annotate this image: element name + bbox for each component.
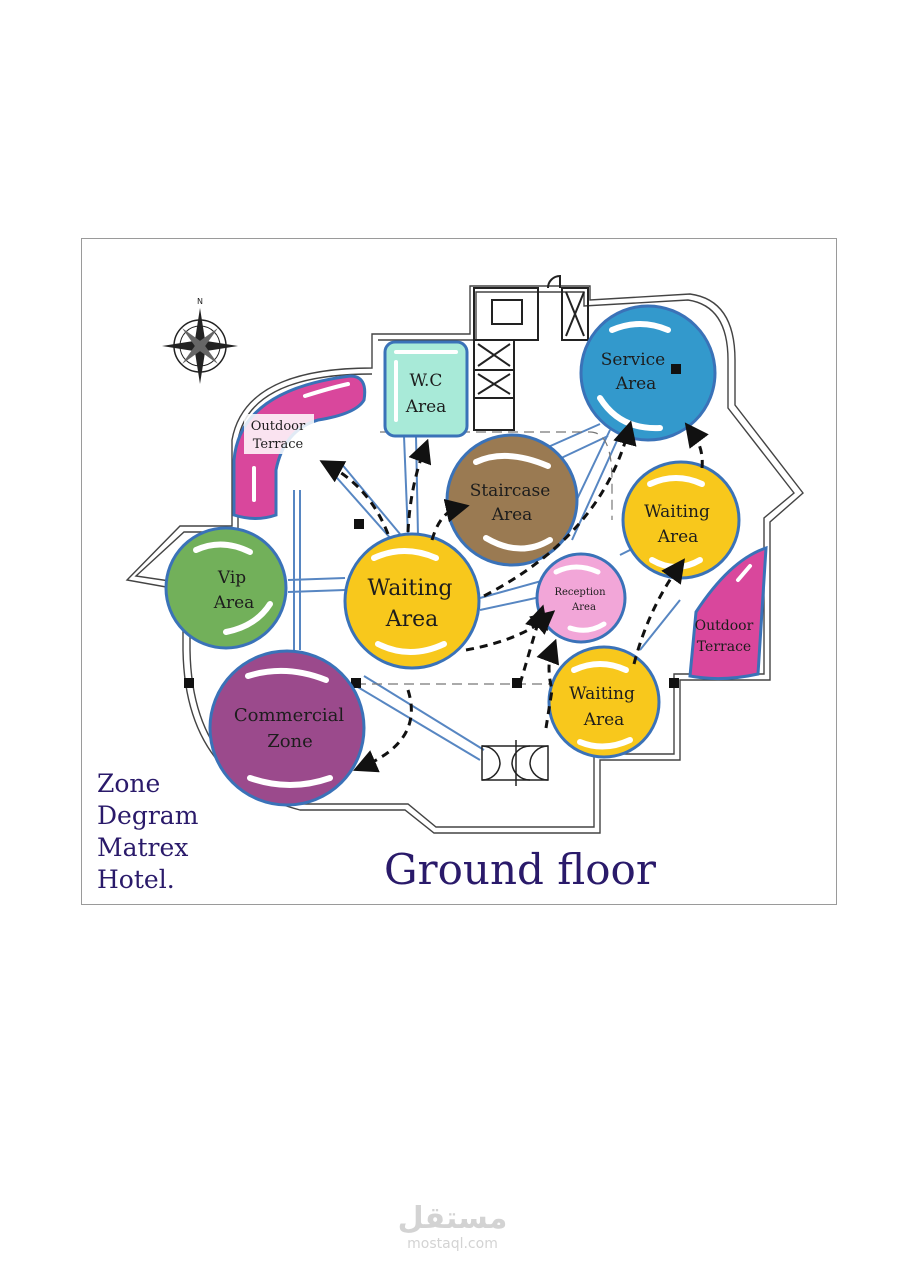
commercial-zone-line2: Zone — [267, 731, 313, 752]
zone-commercial-zone: Commercial Zone — [208, 649, 366, 807]
waiting-area-bottom-line1: Waiting — [569, 684, 635, 704]
watermark-latin: mostaql.com — [407, 1236, 498, 1252]
zone-waiting-area-bottom: Waiting Area — [547, 645, 661, 759]
zone-service-area: Service Area — [579, 304, 717, 442]
outdoor-terrace-left-line1: Outdoor — [251, 419, 306, 434]
commercial-zone-line1: Commercial — [234, 705, 345, 726]
outdoor-terrace-right-line2: Terrace — [697, 639, 751, 655]
zone-reception-area: Reception Area — [535, 552, 627, 644]
diagram-legend: Zone Degram Matrex Hotel. — [97, 768, 198, 896]
service-area-line2: Area — [615, 374, 657, 394]
zone-outdoor-terrace-right: Outdoor Terrace — [688, 545, 768, 681]
waiting-area-main-line2: Area — [385, 607, 439, 632]
zone-staircase-area: Staircase Area — [445, 433, 579, 567]
outdoor-terrace-left-line2: Terrace — [253, 437, 304, 452]
legend-line-2: Degram — [97, 801, 199, 830]
service-area-line1: Service — [601, 350, 665, 370]
zone-vip-area: Vip Area — [164, 526, 288, 650]
compass-north-label: N — [197, 297, 203, 306]
waiting-area-bottom-line2: Area — [583, 710, 625, 730]
zone-waiting-area-main: Waiting Area — [343, 532, 481, 670]
waiting-area-main-line1: Waiting — [368, 576, 453, 601]
watermark-arabic: مستقل — [397, 1201, 508, 1236]
wc-area-line2: Area — [405, 397, 447, 417]
movement-arrows — [319, 420, 709, 773]
vip-area-line1: Vip — [217, 568, 246, 588]
vip-area-line2: Area — [213, 593, 255, 613]
wc-area-line1: W.C — [410, 371, 443, 391]
stair-core — [473, 274, 589, 431]
reception-area-line2: Area — [571, 602, 596, 613]
compass-rose: N — [162, 297, 238, 384]
dashed-partition — [340, 431, 613, 685]
outdoor-terrace-right-line1: Outdoor — [695, 618, 754, 634]
reception-area-line1: Reception — [554, 587, 606, 598]
waiting-area-right-line2: Area — [657, 527, 699, 547]
zone-waiting-area-right: Waiting Area — [621, 460, 741, 580]
legend-line-3: Matrex — [97, 833, 189, 862]
watermark: مستقل mostaql.com — [0, 1201, 905, 1253]
staircase-area-line1: Staircase — [470, 481, 551, 501]
legend-line-1: Zone — [97, 769, 161, 798]
staircase-area-line2: Area — [491, 505, 533, 525]
zone-outdoor-terrace-left: Outdoor Terrace — [232, 374, 367, 520]
waiting-area-right-line1: Waiting — [644, 502, 710, 522]
floor-title: Ground floor — [384, 845, 656, 894]
entrance-doors — [481, 740, 549, 786]
legend-line-4: Hotel. — [97, 865, 175, 894]
zone-wc-area: W.C Area — [383, 340, 469, 438]
